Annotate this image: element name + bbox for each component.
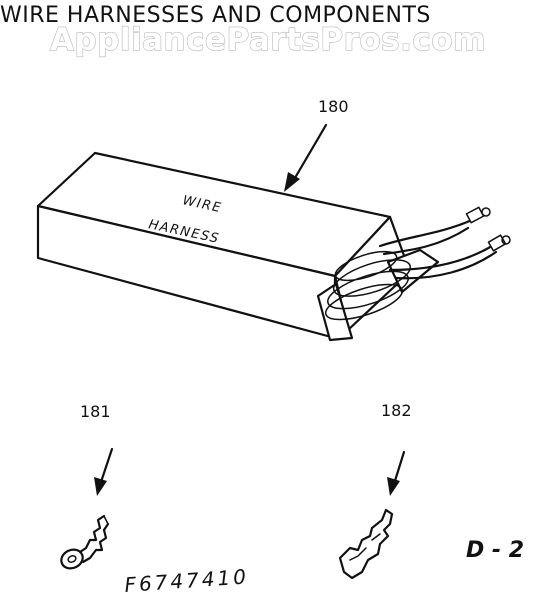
arrow-182	[387, 450, 406, 496]
drawing-number: F6747410	[124, 564, 250, 597]
spade-terminal-182[interactable]	[338, 508, 394, 580]
diagram-title: WIRE HARNESSES AND COMPONENTS	[0, 3, 431, 28]
arrow-180	[284, 123, 328, 192]
arrow-181	[94, 447, 114, 496]
part-ref-182: 182	[381, 401, 412, 420]
watermark-text: AppliancePartsPros.com	[50, 22, 486, 58]
ring-terminal-181[interactable]	[58, 514, 110, 572]
part-ref-181: 181	[80, 402, 111, 421]
page-code: D - 2	[466, 538, 524, 563]
wire-harness-box-180[interactable]: WIRE HARNESS	[36, 151, 511, 342]
part-ref-180: 180	[318, 97, 349, 116]
